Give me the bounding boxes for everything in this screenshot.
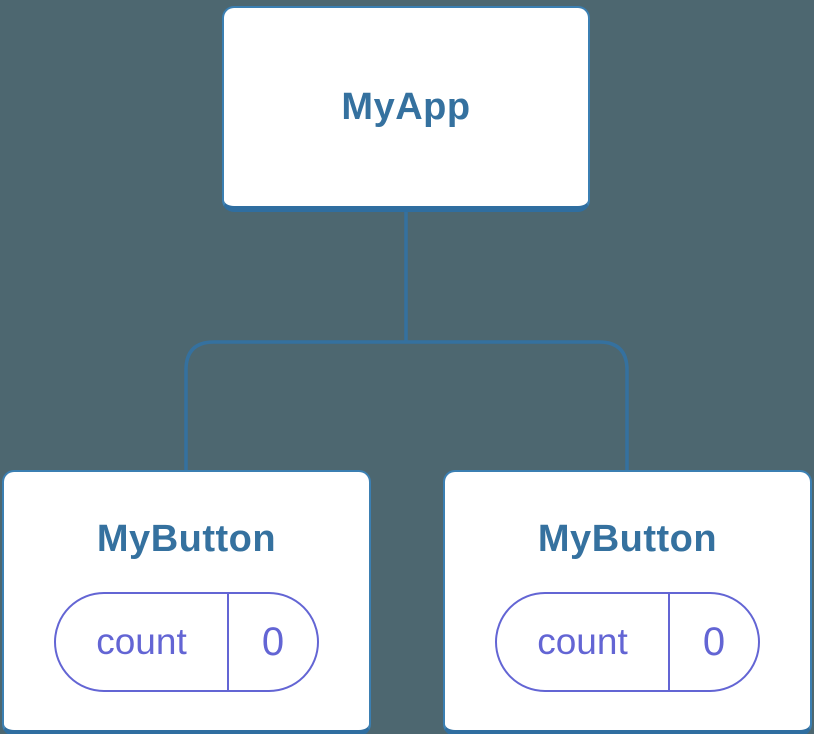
child-node-label: MyButton — [537, 518, 718, 560]
state-key: count — [497, 594, 670, 690]
root-node: MyApp — [222, 6, 590, 212]
state-pill: count 0 — [54, 592, 319, 692]
root-node-label: MyApp — [341, 86, 471, 128]
state-value: 0 — [702, 619, 726, 664]
connector-branch-left — [184, 340, 406, 472]
state-key: count — [56, 594, 229, 690]
connector-branch-right — [406, 340, 629, 472]
state-value: 0 — [261, 619, 285, 664]
child-node-left: MyButton count 0 — [2, 470, 371, 734]
state-pill: count 0 — [495, 592, 760, 692]
child-node-right: MyButton count 0 — [443, 470, 812, 734]
child-node-label: MyButton — [96, 518, 277, 560]
